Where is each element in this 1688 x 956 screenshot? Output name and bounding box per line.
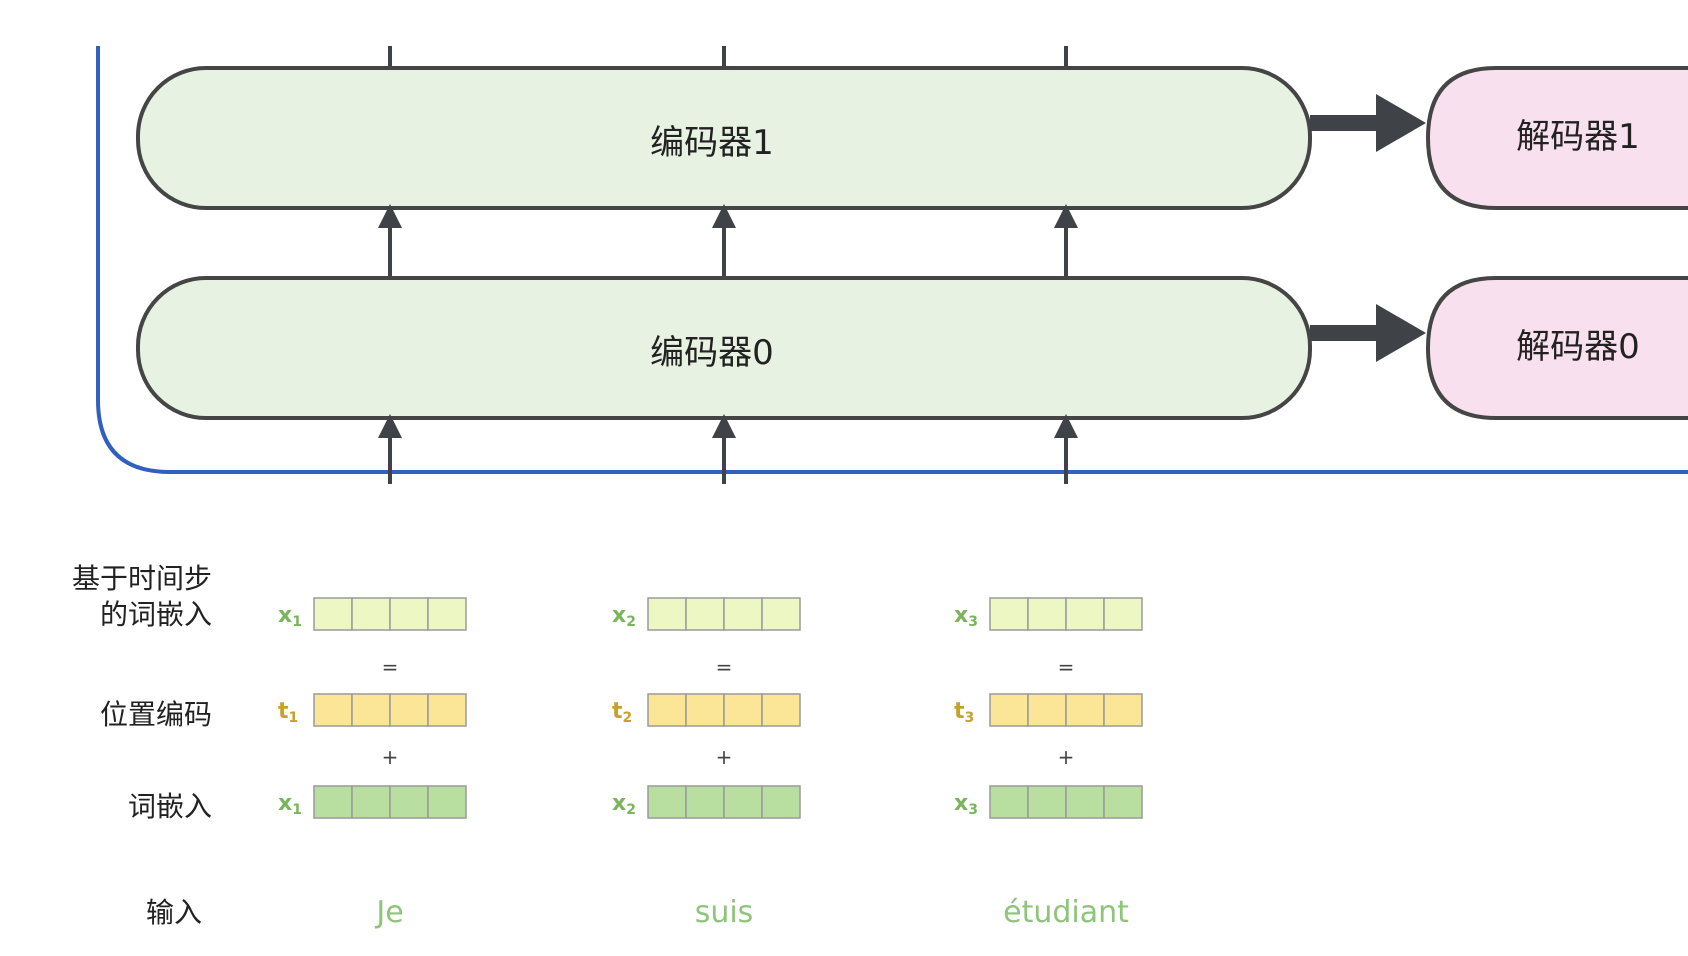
vector-cell-timestep-2-2 <box>685 597 725 631</box>
vector-cell-timestep-3-1 <box>989 597 1029 631</box>
input-word-1: Je <box>374 895 403 930</box>
row-label-word-embedding: 词嵌入 <box>128 790 212 823</box>
arrow-enc1-to-dec1 <box>1310 94 1426 152</box>
plus-sign-1: + <box>382 745 399 769</box>
vector-label-positional-1: t1 <box>278 699 298 726</box>
vector-cell-timestep-3-2 <box>1027 597 1067 631</box>
vector-cell-word-1-1 <box>313 785 353 819</box>
vector-cell-word-3-3 <box>1065 785 1105 819</box>
encoder-stack-frame <box>96 46 1688 474</box>
vector-cell-word-3-4 <box>1103 785 1143 819</box>
vector-label-timestep-2: x2 <box>612 603 636 630</box>
encoder-1-label: 编码器1 <box>650 123 774 163</box>
vector-label-word-2: x2 <box>612 791 636 818</box>
row-label-timestep-line1: 基于时间步 <box>72 562 212 595</box>
vector-cell-timestep-2-3 <box>723 597 763 631</box>
decoder-0-label: 解码器0 <box>1516 327 1640 367</box>
vector-cell-positional-2-3 <box>723 693 763 727</box>
vector-cell-word-3-2 <box>1027 785 1067 819</box>
vector-cell-positional-2-4 <box>761 693 801 727</box>
vector-label-timestep-3: x3 <box>954 603 978 630</box>
vector-cell-timestep-1-4 <box>427 597 467 631</box>
equals-sign-2: = <box>716 655 733 679</box>
vector-cell-timestep-1-3 <box>389 597 429 631</box>
vector-cell-positional-2-2 <box>685 693 725 727</box>
vector-label-positional-2: t2 <box>612 699 632 726</box>
vector-cell-timestep-1-1 <box>313 597 353 631</box>
vector-cell-positional-1-1 <box>313 693 353 727</box>
row-label-input: 输入 <box>146 896 202 929</box>
decoder-1-box <box>1425 66 1688 210</box>
vector-cell-positional-3-3 <box>1065 693 1105 727</box>
vector-cell-positional-3-2 <box>1027 693 1067 727</box>
input-word-2: suis <box>695 895 754 930</box>
vector-columns: x1 t1 x1 = + Je x2 t2 x2 = + suis x3 t3 x3 = + étudiant <box>278 597 1143 930</box>
vector-cell-positional-1-3 <box>389 693 429 727</box>
decoder-0-box <box>1425 276 1688 420</box>
vector-cell-timestep-2-1 <box>647 597 687 631</box>
vector-cell-positional-1-4 <box>427 693 467 727</box>
vector-label-positional-3: t3 <box>954 699 974 726</box>
vector-cell-word-1-2 <box>351 785 391 819</box>
row-label-positional: 位置编码 <box>100 698 212 731</box>
vector-cell-positional-3-1 <box>989 693 1029 727</box>
arrow-enc0-to-dec0 <box>1310 304 1426 362</box>
vector-cell-positional-2-1 <box>647 693 687 727</box>
vector-cell-positional-3-4 <box>1103 693 1143 727</box>
equals-sign-3: = <box>1058 655 1075 679</box>
vector-cell-word-3-1 <box>989 785 1029 819</box>
vector-cell-word-1-4 <box>427 785 467 819</box>
vector-label-word-3: x3 <box>954 791 978 818</box>
vector-cell-timestep-2-4 <box>761 597 801 631</box>
plus-sign-2: + <box>716 745 733 769</box>
vector-cell-timestep-1-2 <box>351 597 391 631</box>
vector-label-word-1: x1 <box>278 791 302 818</box>
row-label-timestep-line2: 的词嵌入 <box>100 598 212 631</box>
vector-label-timestep-1: x1 <box>278 603 302 630</box>
vector-cell-positional-1-2 <box>351 693 391 727</box>
input-word-3: étudiant <box>1003 895 1129 930</box>
equals-sign-1: = <box>382 655 399 679</box>
vector-cell-timestep-3-3 <box>1065 597 1105 631</box>
vector-cell-word-1-3 <box>389 785 429 819</box>
vector-cell-timestep-3-4 <box>1103 597 1143 631</box>
encoder-0-label: 编码器0 <box>650 333 774 373</box>
decoder-1-label: 解码器1 <box>1516 117 1640 157</box>
vector-cell-word-2-3 <box>723 785 763 819</box>
plus-sign-3: + <box>1058 745 1075 769</box>
vector-cell-word-2-1 <box>647 785 687 819</box>
vector-cell-word-2-4 <box>761 785 801 819</box>
vector-cell-word-2-2 <box>685 785 725 819</box>
